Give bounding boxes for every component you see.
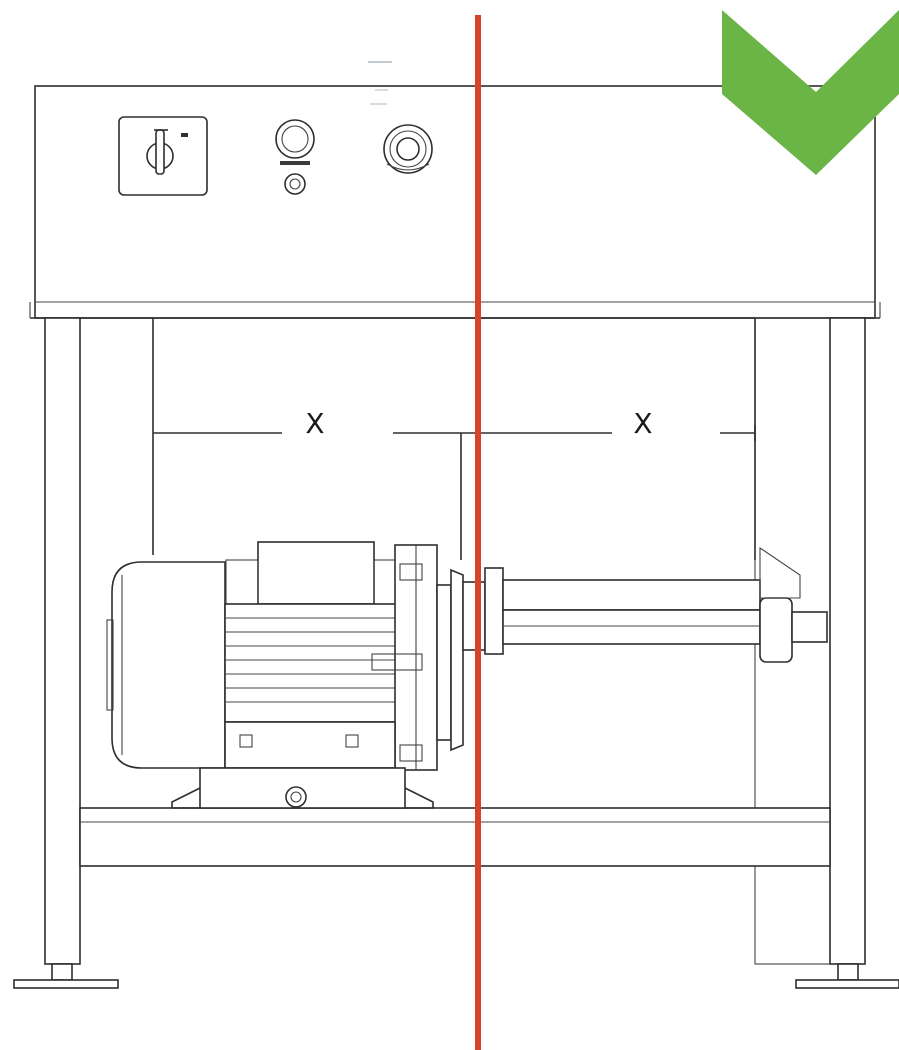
pulley-coupling bbox=[436, 567, 504, 752]
faint-markings bbox=[368, 61, 392, 105]
indicator-lamp-icon bbox=[275, 119, 315, 195]
dimension-lines bbox=[153, 425, 756, 560]
leveling-feet bbox=[13, 963, 899, 989]
drive-shaft bbox=[502, 546, 828, 663]
dimension-label-right: X bbox=[633, 407, 652, 440]
electric-motor bbox=[106, 541, 438, 809]
push-button-icon bbox=[383, 124, 433, 174]
rotary-switch-icon bbox=[118, 116, 208, 196]
green-check-mark-icon bbox=[722, 10, 899, 175]
dimension-label-left: X bbox=[305, 407, 324, 440]
frame-legs bbox=[44, 317, 866, 965]
